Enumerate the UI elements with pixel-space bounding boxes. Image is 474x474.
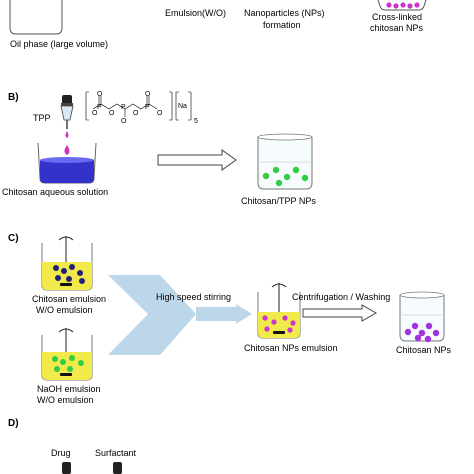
np-dot: [69, 355, 75, 361]
svg-text:P: P: [145, 104, 150, 111]
chitosan-tpp-beaker: [257, 133, 313, 190]
chitosan-emulsion-label-line2: W/O emulsion: [36, 305, 93, 315]
np-dot: [52, 356, 58, 362]
svg-text:O: O: [133, 110, 139, 117]
np-dot: [414, 2, 420, 8]
drug-label: Drug: [51, 448, 71, 458]
np-dot: [287, 327, 293, 333]
svg-text:P: P: [97, 104, 102, 111]
np-dot: [400, 2, 406, 8]
np-dot: [418, 329, 426, 337]
chitosan-solution-label: Chitosan aqueous solution: [2, 187, 108, 197]
np-dot: [301, 174, 309, 182]
chitosan-np-label: Chitosan NPs: [396, 345, 452, 355]
np-dot: [262, 172, 270, 180]
np-dot: [407, 3, 413, 9]
chitosan-tpp-label: Chitosan/TPP NPs: [241, 196, 316, 206]
np-dot: [432, 329, 440, 337]
oil-phase-vial: [9, 0, 63, 35]
np-dot: [424, 335, 432, 343]
sodium-label: Na: [178, 103, 187, 110]
np-dot: [282, 315, 288, 321]
chitosan-np-beaker: [399, 291, 445, 343]
np-dot: [411, 322, 419, 330]
chitosan-emulsion-beaker: [41, 236, 93, 291]
panel-d-label: D): [8, 418, 19, 429]
centrifugation-label: Centrifugation / Washing: [292, 292, 390, 302]
drug-dropper-icon: [62, 462, 71, 474]
process-arrow-icon: [157, 149, 237, 171]
crosslinked-label-line1: Cross-linked: [372, 12, 422, 22]
np-dot: [61, 268, 67, 274]
np-dot: [79, 278, 85, 284]
np-dot: [53, 265, 59, 271]
chitosan-emulsion-label-line1: Chitosan emulsion: [32, 294, 106, 304]
np-emulsion-label: Chitosan NPs emulsion: [244, 343, 338, 353]
tpp-label: TPP: [33, 113, 51, 123]
dropper-icon: [60, 95, 74, 138]
np-dot: [425, 322, 433, 330]
np-dot: [290, 320, 296, 326]
nanoparticles-label-line2: formation: [263, 20, 301, 30]
np-dot: [272, 166, 280, 174]
svg-text:O: O: [121, 118, 127, 125]
subscript-five: 5: [194, 118, 198, 125]
svg-text:O: O: [145, 91, 151, 98]
np-dot: [386, 2, 392, 8]
crosslinked-label-line2: chitosan NPs: [370, 23, 424, 33]
stirring-label: High speed stirring: [156, 292, 231, 302]
nanoparticles-label-line1: Nanoparticles (NPs): [244, 8, 325, 18]
panel-c: C) Chitosan emulsion W/O emulsion: [8, 233, 452, 405]
np-dot: [262, 315, 268, 321]
surfactant-dropper-icon: [113, 462, 122, 474]
np-dot: [67, 366, 73, 372]
np-dot: [404, 328, 412, 336]
np-dot: [66, 276, 72, 282]
tpp-structure: [85, 91, 192, 121]
np-dot: [271, 319, 277, 325]
np-dot: [283, 173, 291, 181]
naoh-emulsion-label-line2: W/O emulsion: [37, 395, 94, 405]
np-dot: [54, 366, 60, 372]
svg-text:O: O: [157, 110, 163, 117]
surfactant-label: Surfactant: [95, 448, 137, 458]
np-dot: [77, 270, 83, 276]
chitosan-solution-beaker: [37, 142, 97, 184]
naoh-emulsion-beaker: [41, 328, 93, 381]
np-dot: [414, 334, 422, 342]
svg-text:P: P: [121, 104, 126, 111]
np-emulsion-beaker: [257, 283, 301, 339]
np-dot: [69, 264, 75, 270]
np-dot: [78, 360, 84, 366]
svg-text:O: O: [92, 110, 98, 117]
panel-c-label: C): [8, 233, 19, 244]
panel-b: B) TPP O O P O P O O O P O Na: [2, 91, 316, 206]
np-dot: [275, 179, 283, 187]
merge-chevron-icon: [108, 275, 196, 355]
np-dot: [393, 3, 399, 9]
panel-a: Oil phase (large volume) Emulsion(W/O) N…: [9, 0, 427, 49]
np-dot: [292, 166, 300, 174]
svg-text:O: O: [109, 110, 115, 117]
naoh-emulsion-label-line1: NaOH emulsion: [37, 384, 101, 394]
np-dot: [55, 275, 61, 281]
crosslinked-beaker: [377, 0, 427, 11]
oil-phase-label: Oil phase (large volume): [10, 39, 108, 49]
np-dot: [60, 359, 66, 365]
centrifuge-arrow-icon: [302, 304, 378, 322]
np-dot: [264, 326, 270, 332]
panel-b-label: B): [8, 92, 19, 103]
panel-d: D) Drug Surfactant: [8, 418, 137, 474]
svg-text:O: O: [97, 91, 103, 98]
emulsion-label: Emulsion(W/O): [165, 8, 226, 18]
